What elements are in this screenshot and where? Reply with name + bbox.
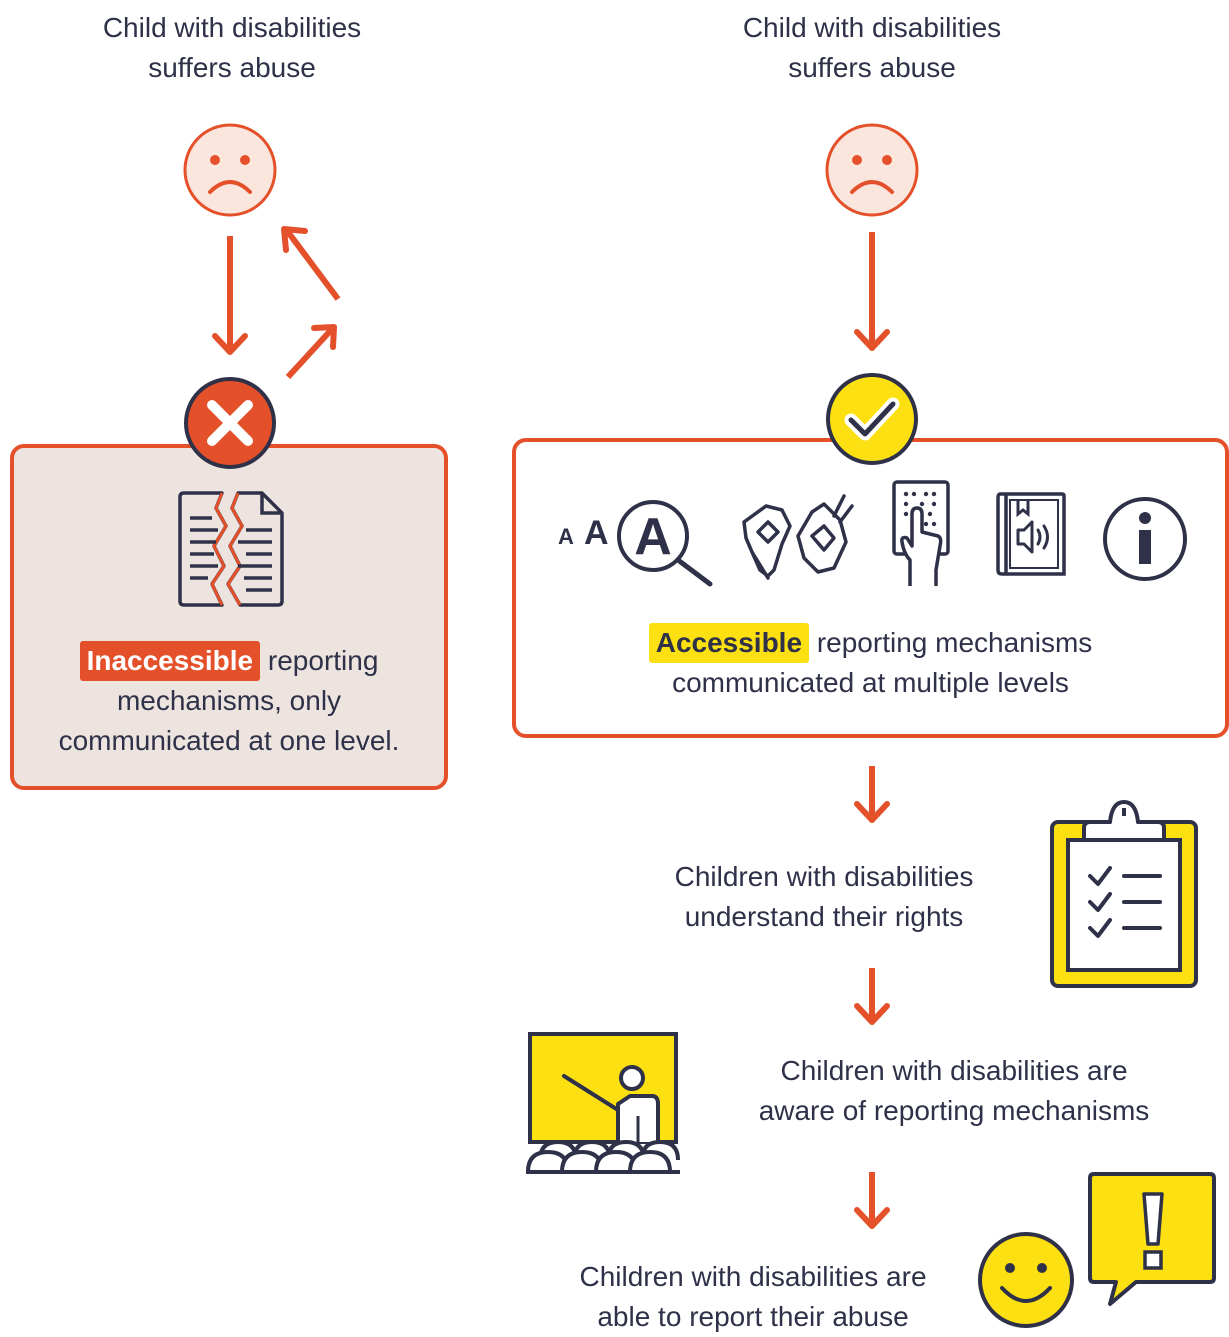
down-arrow <box>854 232 890 351</box>
svg-text:A: A <box>584 514 609 552</box>
inaccessible-line2: mechanisms, only <box>116 685 342 716</box>
step2-line2: aware of reporting mechanisms <box>758 1095 1150 1126</box>
left-title-line1: Child with disabilities <box>102 12 362 43</box>
step2-text: Children with disabilities are aware of … <box>722 1051 1186 1131</box>
down-arrow <box>212 236 248 355</box>
torn-document-icon <box>178 491 284 607</box>
sad-face-icon <box>825 123 919 217</box>
step3-line1: Children with disabilities are <box>579 1261 927 1292</box>
right-title: Child with disabilities suffers abuse <box>680 8 1064 88</box>
inaccessible-box <box>10 444 448 790</box>
down-arrow <box>854 1172 890 1229</box>
step3-line2: able to report their abuse <box>597 1301 909 1332</box>
step1-text: Children with disabilities understand th… <box>634 857 1014 937</box>
cross-circle-icon <box>184 377 276 469</box>
accessible-line1: reporting mechanisms <box>816 627 1093 658</box>
check-circle-icon <box>826 373 918 465</box>
step1-line2: understand their rights <box>684 901 964 932</box>
step3-text: Children with disabilities are able to r… <box>536 1257 970 1337</box>
smiley-alert-icon <box>978 1172 1216 1328</box>
inaccessible-line3: communicated at one level. <box>58 725 400 756</box>
braille-touch-icon <box>892 480 950 586</box>
presentation-audience-icon <box>526 1032 680 1174</box>
left-title-line2: suffers abuse <box>148 52 316 83</box>
inaccessible-caption: Inaccessible reporting mechanisms, only … <box>14 641 444 761</box>
left-title: Child with disabilities suffers abuse <box>40 8 424 88</box>
down-arrow <box>854 968 890 1025</box>
step2-line1: Children with disabilities are <box>780 1055 1128 1086</box>
svg-text:A: A <box>558 524 574 549</box>
down-arrow <box>854 766 890 823</box>
audio-book-icon <box>996 492 1066 576</box>
info-icon <box>1103 497 1187 581</box>
sad-face-icon <box>183 123 277 217</box>
inaccessible-highlight: Inaccessible <box>79 641 261 681</box>
svg-text:A: A <box>634 508 672 566</box>
loop-back-arrows <box>281 226 341 380</box>
right-title-line2: suffers abuse <box>788 52 956 83</box>
checklist-clipboard-icon <box>1050 800 1198 988</box>
right-title-line1: Child with disabilities <box>742 12 1002 43</box>
accessible-caption: Accessible reporting mechanisms communic… <box>516 623 1225 703</box>
accessible-highlight: Accessible <box>648 623 810 663</box>
accessible-line2: communicated at multiple levels <box>672 667 1069 698</box>
sign-language-icon <box>742 494 854 580</box>
step1-line1: Children with disabilities <box>674 861 974 892</box>
text-size-magnifier-icon: A A A <box>558 500 713 587</box>
inaccessible-line1: reporting <box>267 645 379 676</box>
